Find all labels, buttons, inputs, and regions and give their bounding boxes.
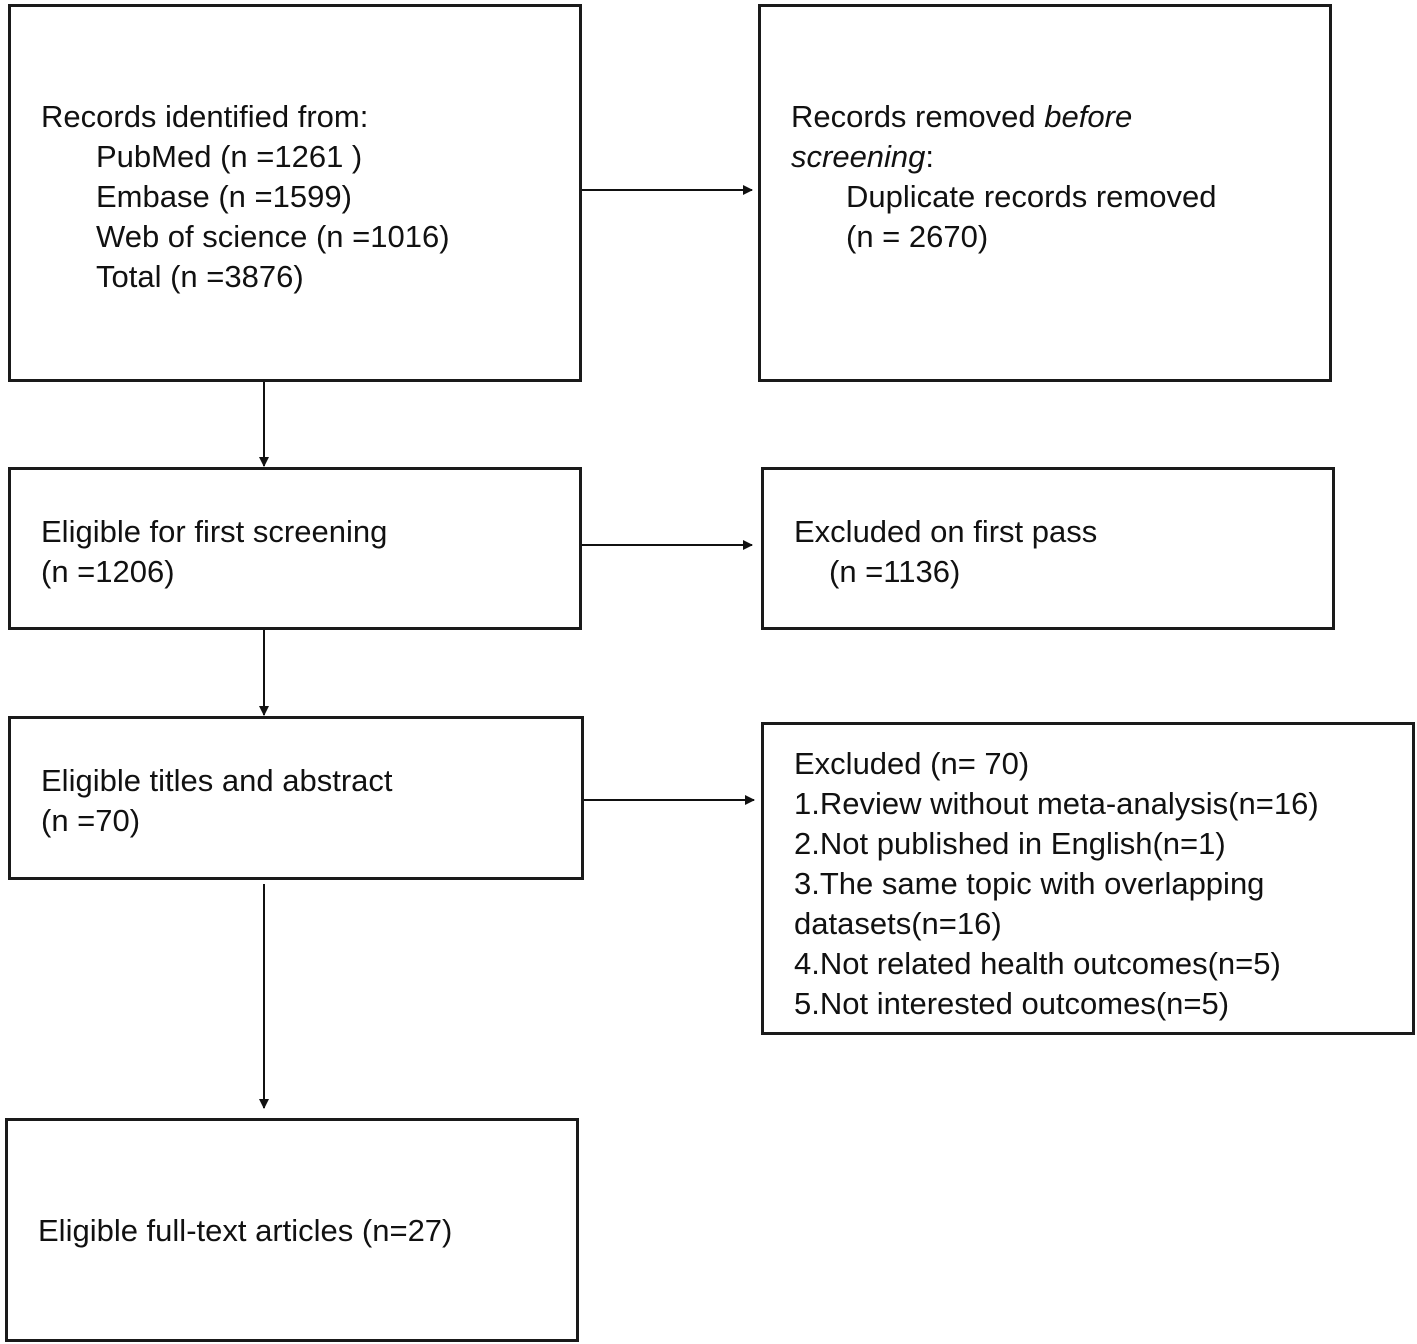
full-text-box: Eligible full-text articles (n=27)	[5, 1118, 579, 1342]
source-pubmed: PubMed (n =1261 )	[96, 139, 363, 174]
records-removed-label-line1: Records removed before	[791, 97, 1329, 137]
first-screening-box: Eligible for first screening (n =1206)	[8, 467, 582, 630]
titles-abstract-box: Eligible titles and abstract (n =70)	[8, 716, 584, 880]
source-embase: Embase (n =1599)	[96, 179, 352, 214]
excluded-reason-5: 5.Not interested outcomes(n=5)	[794, 986, 1230, 1021]
removed-label-before: before	[1044, 99, 1133, 134]
removed-label-screening: screening	[791, 139, 926, 174]
excluded-reasons-box: Excluded (n= 70) 1.Review without meta-a…	[761, 722, 1415, 1035]
removed-label-prefix: Records removed	[791, 99, 1045, 134]
excluded-reasons-header: Excluded (n= 70)	[794, 746, 1030, 781]
first-screening-label: Eligible for first screening	[41, 514, 388, 549]
excluded-reason-1: 1.Review without meta-analysis(n=16)	[794, 786, 1319, 821]
excluded-reason-2: 2.Not published in English(n=1)	[794, 826, 1226, 861]
first-excluded-label: Excluded on first pass	[794, 514, 1098, 549]
full-text-label: Eligible full-text articles (n=27)	[38, 1213, 453, 1248]
excluded-reason-3a: 3.The same topic with overlapping	[794, 866, 1265, 901]
records-removed-box: Records removed before screening: Duplic…	[758, 4, 1332, 382]
first-excluded-box: Excluded on first pass (n =1136)	[761, 467, 1335, 630]
first-excluded-count: (n =1136)	[829, 554, 961, 589]
titles-abstract-count: (n =70)	[41, 803, 141, 838]
first-screening-count: (n =1206)	[41, 554, 175, 589]
records-identified-box: Records identified from: PubMed (n =1261…	[8, 4, 582, 382]
source-total: Total (n =3876)	[96, 259, 304, 294]
records-identified-header: Records identified from:	[41, 99, 369, 134]
source-web-of-science: Web of science (n =1016)	[96, 219, 450, 254]
excluded-reason-3b: datasets(n=16)	[794, 906, 1002, 941]
excluded-reason-4: 4.Not related health outcomes(n=5)	[794, 946, 1281, 981]
duplicate-records-count: (n = 2670)	[846, 219, 989, 254]
titles-abstract-label: Eligible titles and abstract	[41, 763, 393, 798]
records-removed-label-line2: screening:	[791, 137, 1329, 177]
duplicate-records-item: Duplicate records removed	[846, 179, 1217, 214]
removed-label-colon: :	[925, 139, 935, 174]
